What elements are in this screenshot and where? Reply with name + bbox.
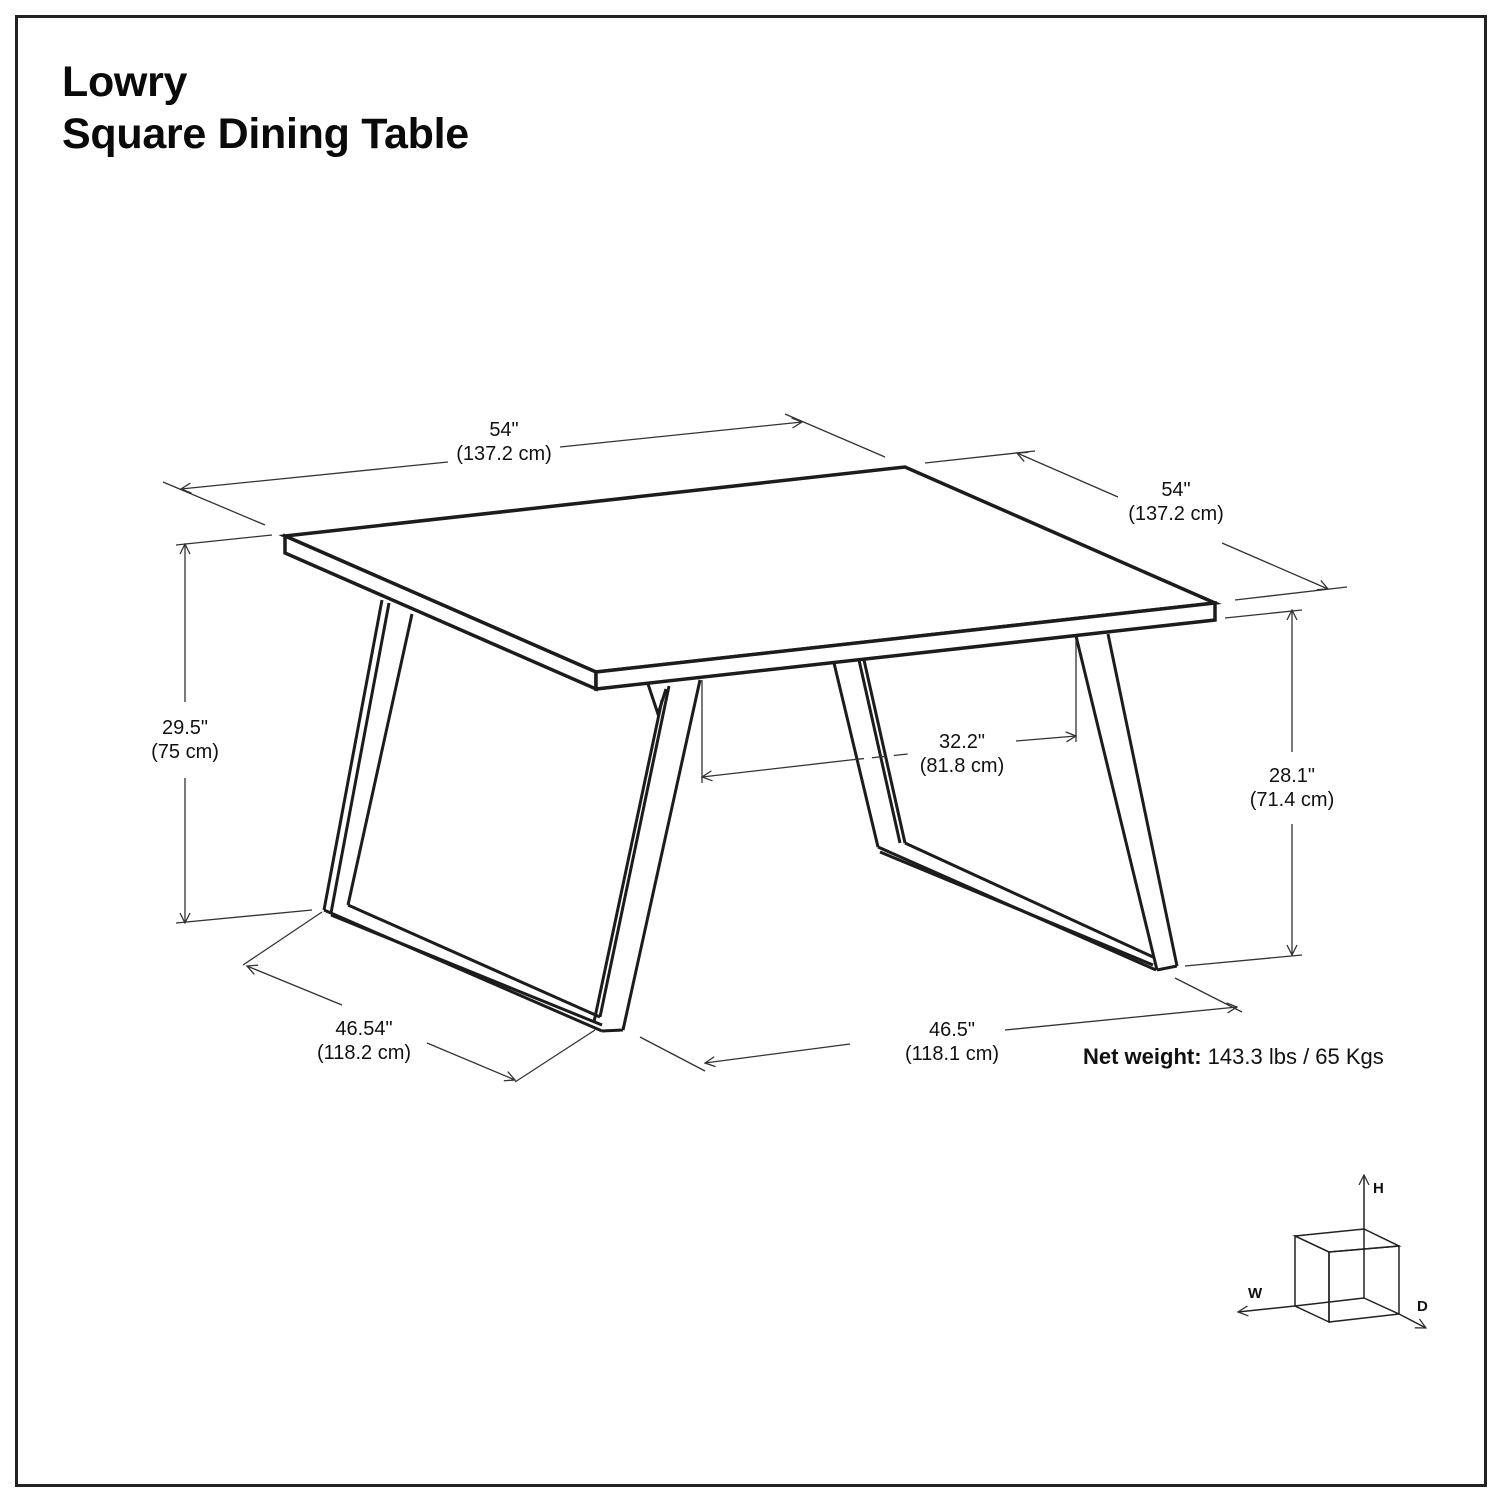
base-depth-inches: 46.54" [335, 1018, 393, 1040]
top-depth-label: 54" (137.2 cm) [1128, 478, 1224, 526]
net-weight-line: Net weight: 143.3 lbs / 65 Kgs [1083, 1044, 1384, 1070]
net-weight-label: Net weight: [1083, 1044, 1202, 1069]
leg-spacing-label: 32.2" (81.8 cm) [920, 730, 1004, 778]
axes-cube-icon [1238, 1175, 1426, 1328]
top-width-inches: 54" [489, 419, 519, 441]
product-name: Lowry [62, 58, 188, 106]
base-depth-label: 46.54" (118.2 cm) [317, 1017, 411, 1065]
right-leg-frame [832, 633, 1179, 972]
axis-label-depth: D [1417, 1298, 1428, 1315]
base-width-cm: (118.1 cm) [904, 1043, 1000, 1065]
overall-height-label: 29.5" (75 cm) [151, 716, 219, 764]
top-width-label: 54" (137.2 cm) [456, 418, 552, 466]
base-depth-cm: (118.2 cm) [316, 1042, 412, 1064]
top-depth-inches: 54" [1161, 479, 1191, 501]
product-title: Lowry Square Dining Table [62, 56, 469, 160]
product-type: Square Dining Table [62, 110, 469, 158]
left-leg-frame [322, 599, 702, 1033]
leg-spacing-inches: 32.2" [938, 731, 986, 753]
leg-height-label: 28.1" (71.4 cm) [1250, 764, 1334, 812]
overall-height-cm: (75 cm) [151, 741, 219, 763]
net-weight-value: 143.3 lbs / 65 Kgs [1201, 1044, 1384, 1069]
leg-spacing-cm: (81.8 cm) [919, 755, 1005, 777]
leg-height-cm: (71.4 cm) [1249, 789, 1335, 811]
top-width-cm: (137.2 cm) [456, 443, 552, 465]
axis-label-width: W [1248, 1285, 1263, 1302]
table-top [278, 465, 1222, 692]
dimension-lines [162, 413, 1348, 1083]
page-border [15, 15, 1487, 1487]
top-depth-cm: (137.2 cm) [1128, 503, 1224, 525]
leg-height-inches: 28.1" [1268, 765, 1316, 787]
overall-height-inches: 29.5" [161, 717, 209, 739]
base-width-inches: 46.5" [928, 1019, 976, 1041]
base-width-label: 46.5" (118.1 cm) [905, 1018, 999, 1066]
axis-label-height: H [1373, 1180, 1384, 1197]
